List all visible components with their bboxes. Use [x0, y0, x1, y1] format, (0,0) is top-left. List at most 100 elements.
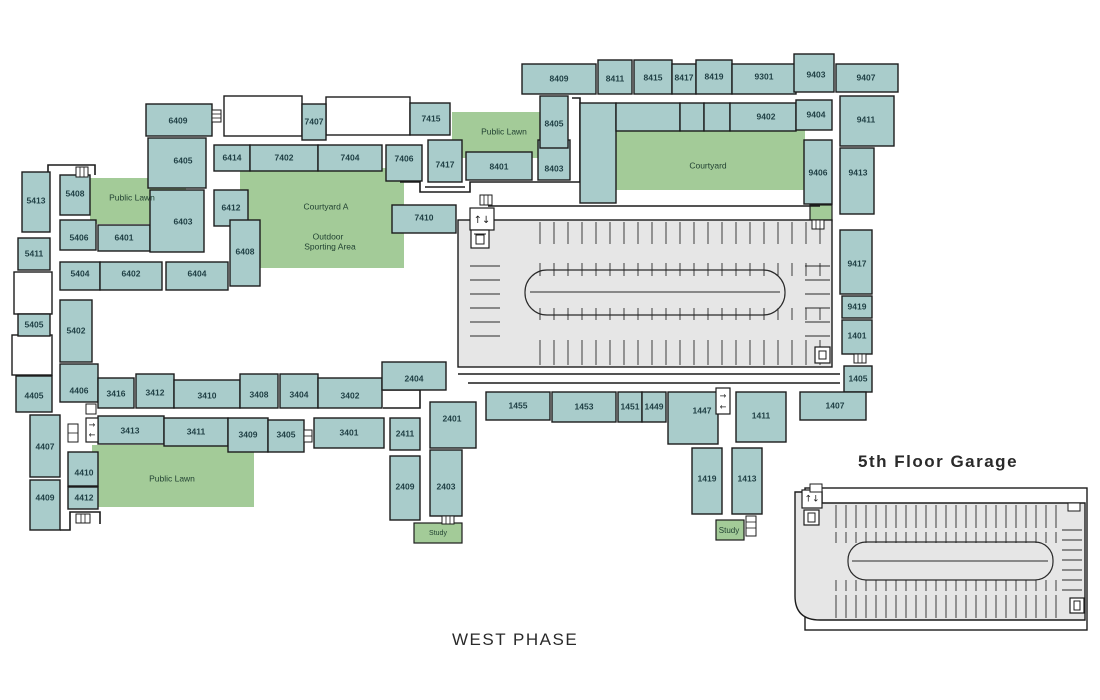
unit-9301[interactable]: [731, 63, 797, 95]
unit-1451[interactable]: [617, 391, 643, 423]
unit-2409[interactable]: [389, 455, 421, 521]
unit-courtyard-north-b[interactable]: [679, 102, 705, 132]
unit-8411[interactable]: [597, 59, 633, 95]
unit-6402[interactable]: [99, 261, 163, 291]
label-1447: 1447: [693, 405, 712, 415]
unit-3401[interactable]: [313, 417, 385, 449]
unit-9417[interactable]: [839, 229, 873, 295]
unit-9404[interactable]: [795, 99, 833, 131]
unit-7410[interactable]: [391, 204, 457, 234]
study-room-west: [413, 522, 463, 544]
unit-6404[interactable]: [165, 261, 229, 291]
unit-1401[interactable]: [841, 319, 873, 355]
trash-icon: [814, 346, 831, 364]
unit-1453[interactable]: [551, 391, 617, 423]
unit-courtyard-north-west[interactable]: [579, 102, 617, 204]
unit-3409[interactable]: [227, 417, 269, 453]
unit-3402[interactable]: [317, 377, 383, 409]
unit-4412[interactable]: [67, 486, 99, 510]
unit-9413[interactable]: [839, 147, 875, 215]
garage-deck: [457, 219, 833, 368]
stairs-icon: [1067, 502, 1081, 512]
unit-4406[interactable]: [59, 363, 99, 403]
unit-9407[interactable]: [835, 63, 899, 93]
svg-text:↑↓: ↑↓: [474, 215, 491, 226]
unit-6403[interactable]: [149, 189, 205, 253]
label-1401: 1401: [848, 330, 867, 340]
label-1451: 1451: [621, 401, 640, 411]
unit-7404[interactable]: [317, 144, 383, 172]
unit-5405[interactable]: [17, 313, 51, 337]
unit-1413[interactable]: [731, 447, 763, 515]
unit-1455[interactable]: [485, 391, 551, 421]
unit-3410[interactable]: [173, 379, 241, 409]
unit-6405[interactable]: [147, 137, 207, 189]
elevator-icon[interactable]: ↑↓: [801, 489, 823, 509]
stairs-icon: [809, 483, 823, 493]
unit-4407[interactable]: [29, 414, 61, 478]
svg-text:←: ←: [720, 403, 727, 412]
label-courtyard-east: Courtyard: [689, 160, 727, 170]
icons: ↑↓ → ← → ← ↑↓: [67, 109, 1085, 614]
label-3411: 3411: [187, 426, 206, 436]
unit-2411[interactable]: [389, 417, 421, 451]
unit-4409[interactable]: [29, 479, 61, 531]
unit-8409[interactable]: [521, 63, 597, 95]
unit-2404[interactable]: [381, 361, 447, 391]
unit-1449[interactable]: [641, 391, 667, 423]
label-8415: 8415: [644, 72, 663, 82]
unit-2403[interactable]: [429, 449, 463, 517]
label-6402: 6402: [122, 268, 141, 278]
label-7407: 7407: [305, 116, 324, 126]
green-labels: Public Lawn Courtyard A Outdoor Sporting…: [109, 126, 739, 537]
unit-4410[interactable]: [67, 451, 99, 487]
unit-8405[interactable]: [539, 95, 569, 149]
unit-1419[interactable]: [691, 447, 723, 515]
unit-5413[interactable]: [21, 171, 51, 233]
unit-8419[interactable]: [695, 59, 733, 95]
label-5406: 5406: [70, 232, 89, 242]
unit-9411[interactable]: [839, 95, 895, 147]
unit-3411[interactable]: [163, 417, 229, 447]
unit-2401[interactable]: [429, 401, 477, 449]
unit-3408[interactable]: [239, 373, 279, 409]
unit-8401[interactable]: [465, 151, 533, 181]
unit-9403[interactable]: [793, 53, 835, 93]
unit-3416[interactable]: [97, 377, 135, 409]
outer-wall-south: [383, 389, 421, 409]
unit-1447[interactable]: [667, 391, 719, 445]
unit-courtyard-north-c[interactable]: [703, 102, 731, 132]
unit-9419[interactable]: [841, 295, 873, 319]
unit-7417[interactable]: [427, 139, 463, 183]
unit-9406[interactable]: [803, 139, 833, 205]
unit-8415[interactable]: [633, 59, 673, 95]
unit-7415[interactable]: [409, 102, 451, 136]
unit-courtyard-north-a[interactable]: [615, 102, 681, 132]
unit-1411[interactable]: [735, 391, 787, 443]
label-7417: 7417: [436, 159, 455, 169]
unit-7406[interactable]: [385, 144, 423, 182]
stairs-icon: [441, 515, 455, 525]
unit-1407[interactable]: [799, 391, 867, 421]
unit-3404[interactable]: [279, 373, 319, 409]
unit-labels: 5413 5408 5406 6401 6403 6405 6409 5411 …: [25, 69, 876, 502]
label-1449: 1449: [645, 401, 664, 411]
elevator-icon[interactable]: → ←: [85, 417, 99, 443]
elevator-icon[interactable]: → ←: [715, 387, 731, 415]
unit-5408[interactable]: [59, 174, 91, 216]
label-9406: 9406: [809, 167, 828, 177]
unit-3412[interactable]: [135, 373, 175, 409]
unit-5411[interactable]: [17, 237, 51, 271]
label-6408: 6408: [236, 246, 255, 256]
unit-5406[interactable]: [59, 219, 97, 251]
elevator-icon[interactable]: ↑↓: [469, 207, 495, 231]
study-room-east: [715, 519, 745, 541]
unit-4405[interactable]: [15, 375, 53, 413]
unit-5402[interactable]: [59, 299, 93, 363]
unit-7407[interactable]: [301, 103, 327, 141]
unit-6408[interactable]: [229, 219, 261, 287]
unit-5404[interactable]: [59, 261, 101, 291]
unit-3405[interactable]: [267, 419, 305, 453]
unit-6414[interactable]: [213, 144, 251, 172]
label-7404: 7404: [341, 152, 360, 162]
